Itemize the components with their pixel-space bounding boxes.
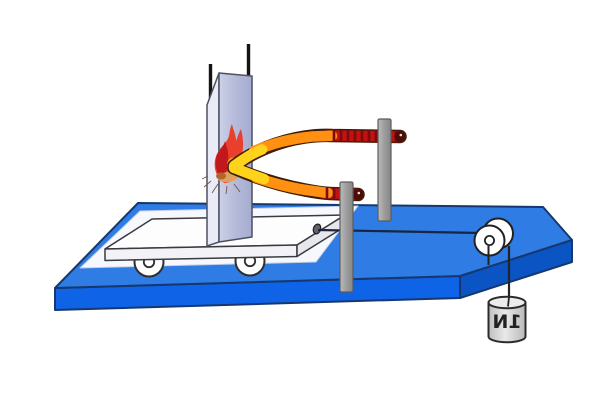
pulley-hub (483, 234, 495, 246)
string-into-weight (507, 296, 510, 307)
fork-lower-tip-gleam (357, 191, 361, 195)
flame-sparks (201, 175, 241, 195)
heated-fork-rod (227, 128, 407, 202)
flame-core (215, 141, 229, 177)
weight-body (487, 301, 527, 344)
hanging-weight: 1N (487, 295, 527, 344)
pulley (473, 217, 514, 265)
support-posts (339, 118, 392, 293)
fork-upper-tip-gleam (399, 133, 403, 137)
fork-upper-tip (394, 131, 405, 142)
post-back-tall (377, 118, 392, 222)
flame-ember-dark (216, 172, 226, 180)
post-front-short (339, 181, 354, 293)
board-antenna-left (208, 64, 213, 106)
weight-top-face (487, 295, 527, 310)
weight-label: 1N (492, 311, 521, 333)
fork-vertex-yellow-lower (228, 162, 270, 185)
fork-lower-tip (352, 189, 363, 200)
board-antenna-right (246, 44, 251, 78)
